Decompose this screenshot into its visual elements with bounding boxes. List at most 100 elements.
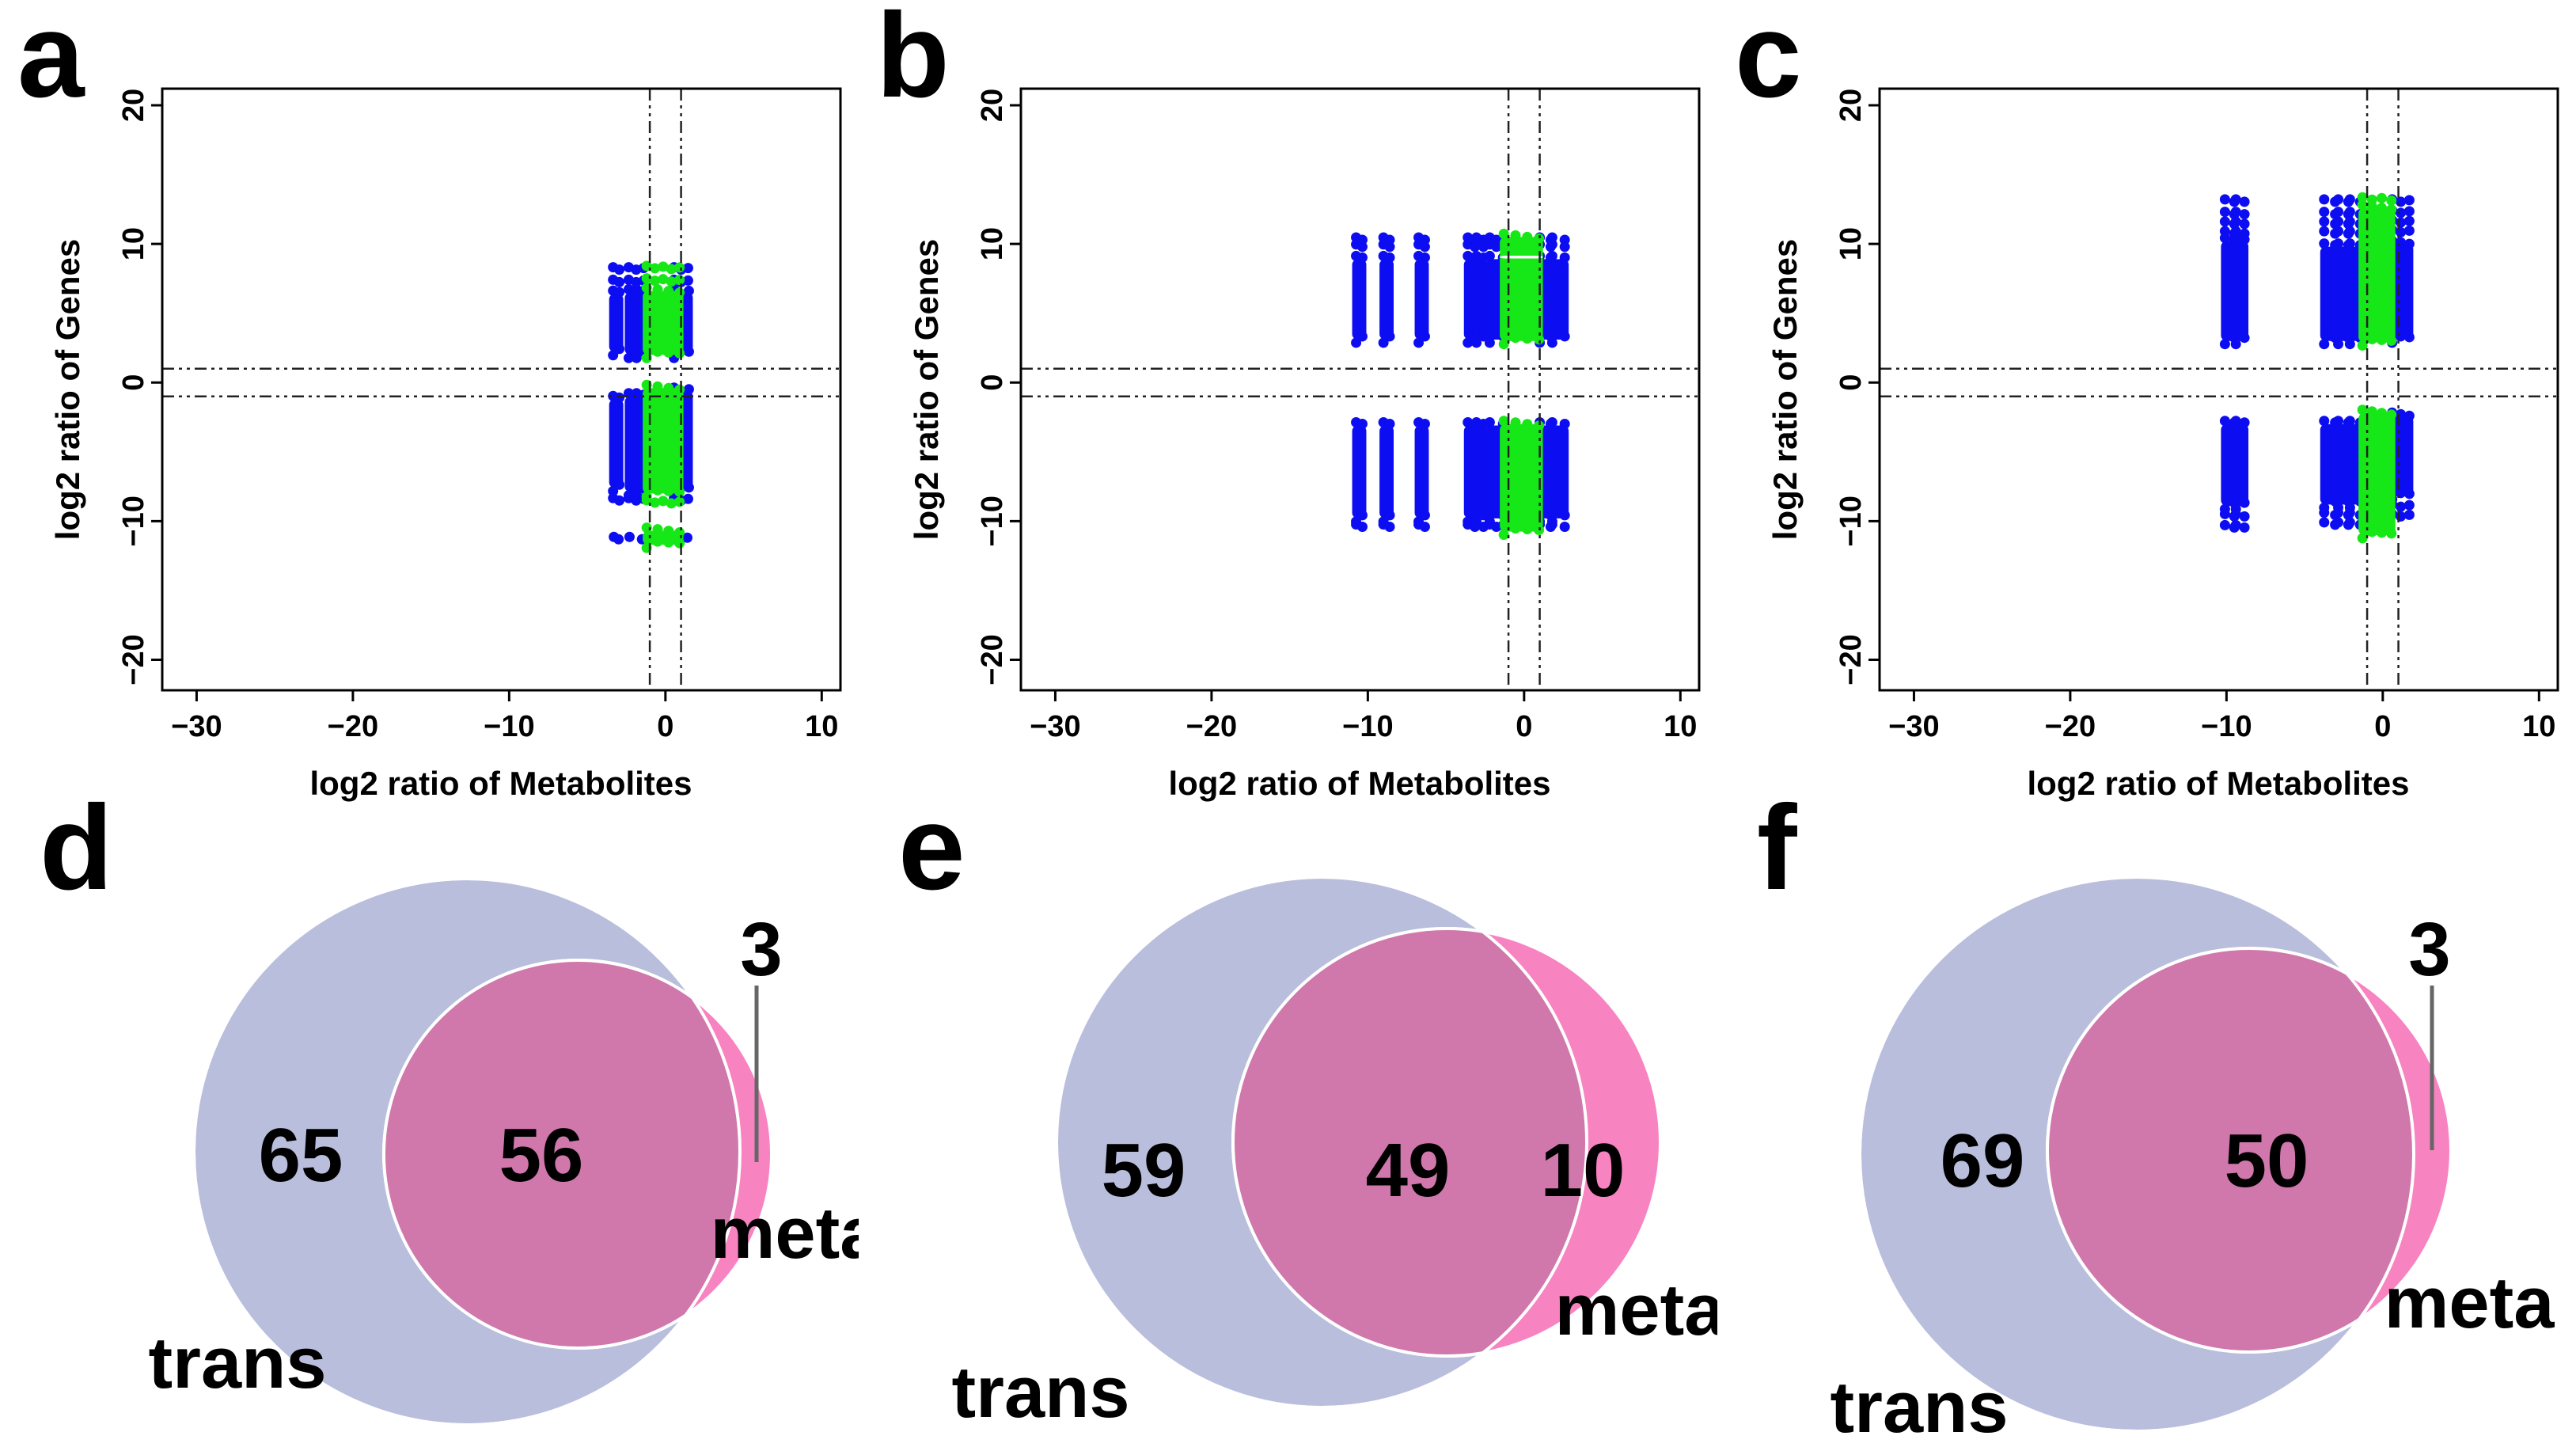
point <box>674 262 685 273</box>
point <box>2219 216 2230 227</box>
point <box>2403 488 2415 499</box>
point <box>2344 517 2355 528</box>
x-axis-title-b: log2 ratio of Metabolites <box>1168 765 1550 802</box>
point <box>666 276 677 287</box>
point <box>1534 233 1545 244</box>
point <box>2357 192 2368 203</box>
y-tick-label: −10 <box>976 496 1009 546</box>
point <box>2403 195 2415 206</box>
point <box>1484 250 1495 261</box>
point <box>2377 527 2388 538</box>
x-axis-title-a: log2 ratio of Metabolites <box>309 765 692 802</box>
point <box>1484 337 1495 348</box>
y-axis-title-a: log2 ratio of Genes <box>49 239 86 540</box>
venn-count-overlap: 50 <box>2225 1119 2309 1203</box>
point-band <box>1500 424 1543 532</box>
point <box>2357 405 2368 416</box>
point <box>2219 519 2230 530</box>
x-tick-label: −20 <box>2045 710 2096 743</box>
point <box>1534 334 1545 345</box>
point <box>2230 194 2241 205</box>
venn-overlap-group <box>382 959 740 1350</box>
point <box>652 524 663 535</box>
venn-count-overlap: 49 <box>1366 1128 1451 1213</box>
x-tick-label: −30 <box>1030 710 1080 743</box>
point <box>1510 417 1521 428</box>
point <box>2403 332 2415 343</box>
point <box>2396 207 2407 218</box>
point <box>1356 510 1368 521</box>
scatter-points-green <box>1498 228 1545 540</box>
point <box>1498 228 1509 239</box>
panel-letter-a: a <box>17 0 85 123</box>
point <box>2319 207 2330 218</box>
point <box>614 344 625 355</box>
point <box>1384 521 1395 532</box>
point <box>2239 417 2250 428</box>
point <box>1559 252 1570 263</box>
point <box>1384 331 1395 342</box>
point <box>683 384 694 395</box>
point <box>2377 408 2388 419</box>
point-band <box>2232 424 2249 507</box>
point <box>608 485 619 496</box>
point <box>2403 499 2415 511</box>
point <box>2403 225 2415 236</box>
point <box>1356 252 1368 263</box>
venn-overlap-region <box>2046 947 2414 1354</box>
venn-label-trans: trans <box>149 1323 327 1404</box>
point <box>624 531 635 542</box>
point <box>2403 509 2415 520</box>
point <box>2403 410 2415 421</box>
point <box>2319 339 2330 350</box>
point <box>2386 528 2397 539</box>
y-axis-title-b: log2 ratio of Genes <box>908 239 945 540</box>
point <box>1522 419 1533 430</box>
point <box>2403 206 2415 217</box>
point <box>1546 232 1557 243</box>
point <box>1419 252 1430 263</box>
x-tick-label: −20 <box>1186 710 1237 743</box>
point <box>2319 194 2330 205</box>
venn-panel-d: d 65563transmeta <box>40 781 859 1426</box>
scatter-panel-a: a log2 ratio of Metabolites log2 ratio o… <box>17 0 842 802</box>
y-tick-label: 10 <box>976 227 1009 260</box>
point <box>658 274 669 285</box>
point <box>1484 417 1495 428</box>
point-band <box>1379 259 1394 340</box>
point <box>2357 340 2368 351</box>
point <box>1419 234 1430 245</box>
venn-label-trans: trans <box>1831 1367 2009 1448</box>
point <box>2344 238 2355 249</box>
point <box>2396 196 2407 207</box>
venn-count-meta-only: 10 <box>1541 1128 1626 1213</box>
point <box>674 384 685 395</box>
point <box>2344 207 2355 218</box>
panel-letter-d: d <box>40 781 113 915</box>
point <box>1384 252 1395 263</box>
point <box>1384 234 1395 245</box>
point <box>652 536 663 547</box>
point <box>2219 416 2230 427</box>
x-tick-label: 10 <box>1664 710 1697 743</box>
point <box>1384 510 1395 521</box>
y-tick-label: −20 <box>1834 634 1868 685</box>
point <box>1534 420 1545 431</box>
point <box>1510 230 1521 241</box>
x-tick-label: −30 <box>171 710 222 743</box>
venn-overlap-group <box>2046 947 2414 1354</box>
point <box>2386 204 2397 215</box>
point <box>614 276 625 287</box>
point-band <box>1352 425 1367 518</box>
point <box>663 286 674 297</box>
point <box>666 498 677 509</box>
panel-letter-b: b <box>876 0 950 123</box>
point-band <box>609 399 624 488</box>
point <box>1498 416 1509 427</box>
point <box>1384 419 1395 430</box>
point <box>2366 194 2377 205</box>
